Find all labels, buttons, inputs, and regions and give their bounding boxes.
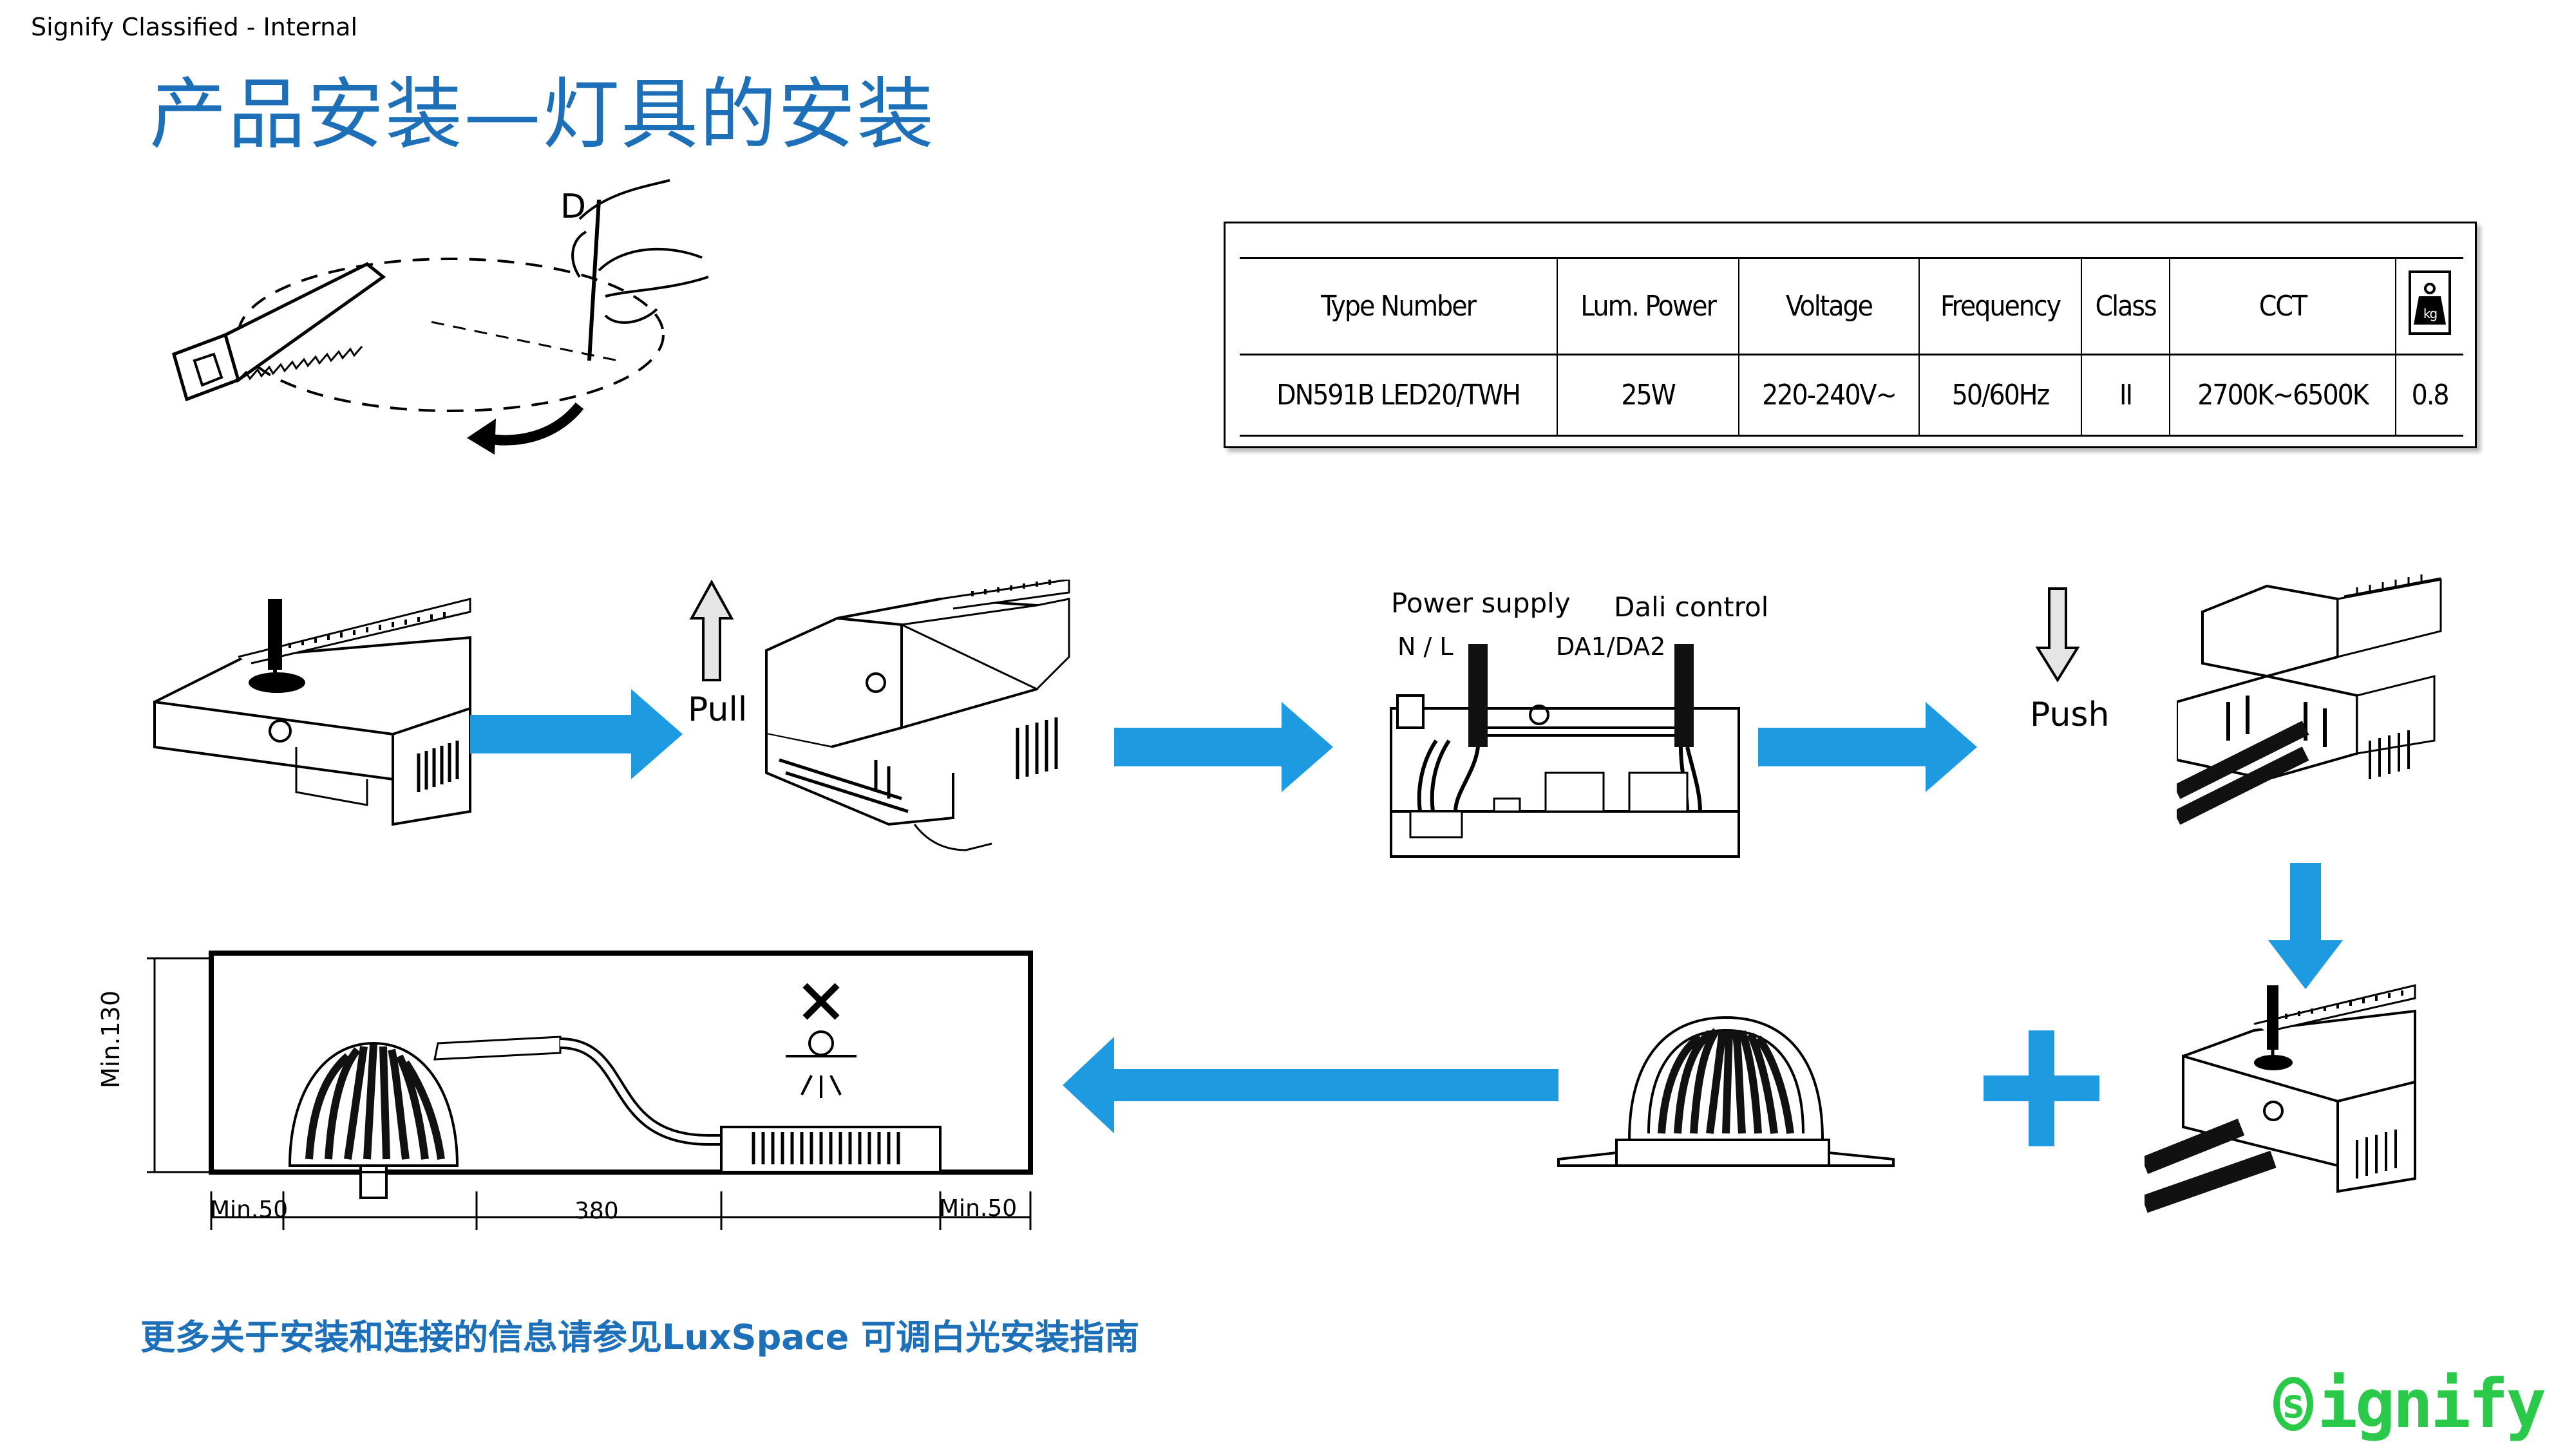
downlight-ceiling-illustration bbox=[1557, 1016, 1895, 1167]
da-label: DA1/DA2 bbox=[1556, 632, 1666, 661]
driver-closed-illustration bbox=[2145, 984, 2416, 1213]
signify-logo-text: ignify bbox=[2317, 1365, 2546, 1443]
spec-header-type: Type Number bbox=[1321, 290, 1477, 323]
signify-logo-mark: s bbox=[2273, 1377, 2314, 1431]
screwdriver-icon bbox=[268, 599, 282, 683]
push-label: Push bbox=[2030, 696, 2110, 734]
nl-label: N / L bbox=[1397, 632, 1454, 661]
spec-table: Type Number Lum. Power Voltage Frequency… bbox=[1240, 257, 2463, 437]
driver-open-illustration bbox=[765, 580, 1070, 851]
pull-arrow-icon bbox=[689, 580, 734, 681]
power-supply-label: Power supply bbox=[1391, 587, 1571, 619]
wiring-terminal-illustration bbox=[1390, 644, 1740, 858]
spec-header-voltage: Voltage bbox=[1738, 258, 1919, 355]
driver-screw-illustration bbox=[153, 598, 471, 826]
spec-cell-class: II bbox=[2081, 354, 2170, 436]
installation-guide-note: 更多关于安装和连接的信息请参见LuxSpace 可调白光安装指南 bbox=[140, 1317, 1140, 1358]
classification-label: Signify Classified - Internal bbox=[31, 13, 358, 41]
step-arrow-left bbox=[1063, 1037, 1558, 1133]
dimension-height-label: Min.130 bbox=[97, 990, 125, 1088]
spec-header-frequency: Frequency bbox=[1918, 258, 2082, 355]
svg-text:kg: kg bbox=[2423, 306, 2437, 321]
step-arrow-2 bbox=[1114, 702, 1333, 792]
pull-label: Pull bbox=[688, 690, 748, 729]
dimension-right-label: Min.50 bbox=[939, 1195, 1018, 1222]
step-arrow-3 bbox=[1758, 702, 1977, 792]
rotate-arrow-icon bbox=[467, 419, 496, 455]
spec-cell-cct: 2700K~6500K bbox=[2168, 354, 2396, 436]
cutout-letter: D bbox=[560, 187, 586, 226]
cutout-illustration: D bbox=[171, 179, 709, 455]
spec-header-class: Class bbox=[2081, 258, 2170, 355]
spec-cell-weight: 0.8 bbox=[2395, 354, 2463, 436]
step-arrow-down bbox=[2268, 863, 2343, 989]
page-title: 产品安装—灯具的安装 bbox=[149, 70, 935, 160]
spec-cell-power: 25W bbox=[1556, 354, 1739, 436]
step-arrow-1 bbox=[470, 689, 683, 779]
spec-table-box: Type Number Lum. Power Voltage Frequency… bbox=[1224, 222, 2477, 448]
spec-cell-frequency: 50/60Hz bbox=[1918, 354, 2082, 436]
plus-icon bbox=[1984, 1030, 2099, 1146]
saw-icon bbox=[171, 262, 386, 402]
spec-header-cct: CCT bbox=[2168, 258, 2396, 355]
dimension-middle-label: 380 bbox=[574, 1198, 619, 1224]
no-insulation-covering-icon bbox=[786, 983, 857, 1098]
weight-icon: kg bbox=[2409, 270, 2452, 335]
dimension-left-label: Min.50 bbox=[210, 1197, 289, 1223]
screwdriver-icon-2 bbox=[2267, 985, 2278, 1063]
spec-cell-type: DN591B LED20/TWH bbox=[1276, 379, 1521, 412]
dali-control-label: Dali control bbox=[1614, 591, 1769, 623]
installation-dimension-diagram bbox=[147, 951, 1033, 1230]
push-arrow-icon bbox=[2035, 587, 2080, 683]
spec-header-weight: kg bbox=[2395, 258, 2463, 355]
hand-pen-icon bbox=[431, 179, 709, 362]
spec-header-power: Lum. Power bbox=[1556, 258, 1739, 355]
signify-logo: s ignify bbox=[2273, 1359, 2546, 1449]
spec-cell-voltage: 220-240V~ bbox=[1738, 354, 1919, 436]
driver-cables-illustration bbox=[2177, 574, 2442, 825]
